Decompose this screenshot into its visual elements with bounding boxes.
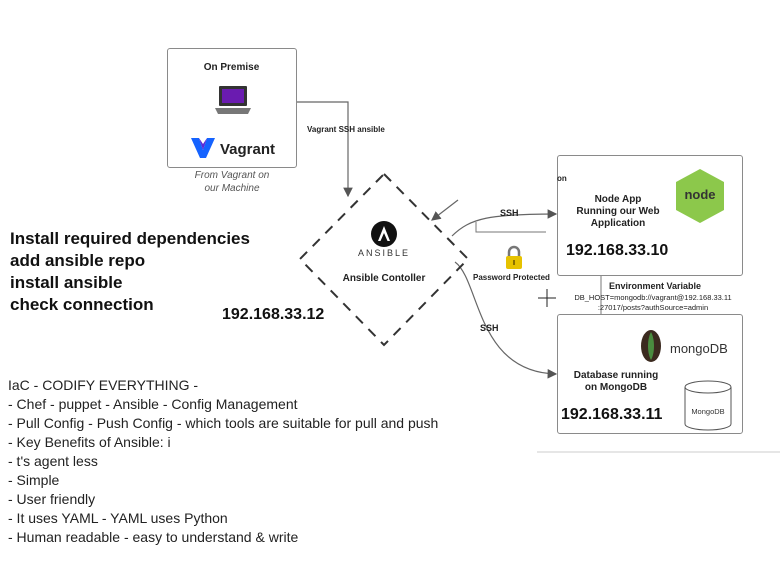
vagrant-ssh-arrow	[296, 101, 353, 198]
ssh-label-bottom: SSH	[480, 323, 499, 333]
lock-line	[475, 222, 546, 233]
crosshair-cursor-icon	[538, 289, 556, 307]
node-fragment-text: on	[557, 174, 567, 183]
note-line: - Human readable - easy to understand & …	[8, 529, 299, 545]
note-line: - t's agent less	[8, 453, 98, 469]
note-line: - Simple	[8, 472, 60, 488]
lock-icon	[506, 245, 522, 269]
vagrant-logo-icon	[191, 138, 215, 158]
mongodb-leaf-icon	[641, 330, 661, 362]
incoming-line	[431, 199, 459, 221]
database-ip: 192.168.33.11	[561, 406, 663, 423]
controller-label: Ansible Contoller	[342, 273, 426, 284]
ansible-wordmark: ANSIBLE	[357, 248, 411, 258]
node-app-box: on Node App Running our Web Application …	[557, 155, 743, 276]
database-title: Database running on MongoDB	[564, 370, 668, 394]
node-logo-icon	[676, 169, 724, 223]
step-line: add ansible repo	[10, 251, 146, 270]
env-variable-value: DB_HOST=mongodb://vagrant@192.168.33.11 …	[553, 293, 753, 313]
install-steps: Install required dependencies add ansibl…	[10, 228, 250, 316]
note-line: - It uses YAML - YAML uses Python	[8, 510, 228, 526]
database-title-line-2: on MongoDB	[584, 382, 648, 393]
node-app-ip: 192.168.33.10	[566, 242, 669, 259]
on-premise-title: On Premise	[203, 62, 260, 73]
note-line: IaC - CODIFY EVERYTHING -	[8, 377, 199, 393]
vagrant-wordmark: Vagrant	[220, 141, 276, 158]
node-title-line-1: Node App	[594, 194, 642, 205]
step-line: Install required dependencies	[10, 229, 250, 248]
step-line: check connection	[10, 295, 154, 314]
on-premise-box: On Premise Vagrant	[167, 48, 297, 168]
database-box: mongoDB Database running on MongoDB 192.…	[557, 314, 743, 434]
database-cylinder-icon	[684, 380, 732, 431]
note-line: - User friendly	[8, 491, 96, 507]
ansible-logo-icon	[371, 221, 397, 247]
database-title-line-1: Database running	[573, 370, 659, 381]
ssh-label-top: SSH	[500, 208, 519, 218]
node-logo-text: node	[684, 187, 716, 202]
laptop-icon	[215, 86, 251, 114]
vagrant-ssh-label: Vagrant SSH ansible	[307, 125, 385, 134]
node-title-line-2: Running our Web	[576, 206, 660, 217]
note-line: - Chef - puppet - Ansible - Config Manag…	[8, 396, 298, 412]
caption-line-1: From Vagrant on	[194, 170, 270, 181]
step-line: install ansible	[10, 273, 123, 292]
password-protected-label: Password Protected	[473, 273, 550, 282]
ssh-node-arrow	[451, 209, 558, 237]
note-line: - Pull Config - Push Config - which tool…	[8, 415, 439, 431]
node-title-line-3: Application	[590, 218, 646, 229]
ssh-db-arrow	[454, 261, 558, 379]
controller-ip: 192.168.33.12	[222, 306, 325, 323]
controller-diamond	[298, 172, 470, 347]
note-line: - Key Benefits of Ansible: i	[8, 434, 171, 450]
cylinder-label: MongoDB	[691, 407, 725, 416]
on-premise-caption: From Vagrant on our Machine	[167, 169, 297, 195]
node-app-title: Node App Running our Web Application	[564, 194, 672, 230]
notes-list: IaC - CODIFY EVERYTHING - - Chef - puppe…	[8, 376, 438, 547]
mongodb-wordmark: mongoDB	[670, 341, 728, 356]
caption-line-2: our Machine	[204, 183, 260, 194]
env-variable-title: Environment Variable	[608, 281, 702, 291]
env-line-2: :27017/posts?authSource=admin	[597, 303, 709, 312]
env-line-1: DB_HOST=mongodb://vagrant@192.168.33.11	[574, 293, 732, 302]
